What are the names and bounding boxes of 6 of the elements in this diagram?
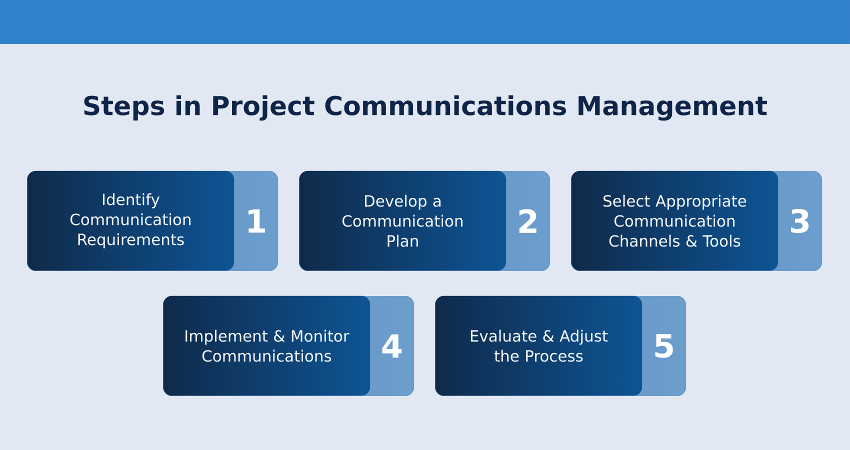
title: Steps in Project Communications Management xyxy=(84,95,768,121)
step-number: 5 xyxy=(655,334,673,358)
step-number: 3 xyxy=(791,208,809,234)
step-number: 2 xyxy=(519,209,536,233)
step-number: 1 xyxy=(248,209,265,233)
step-number: 4 xyxy=(382,334,402,358)
